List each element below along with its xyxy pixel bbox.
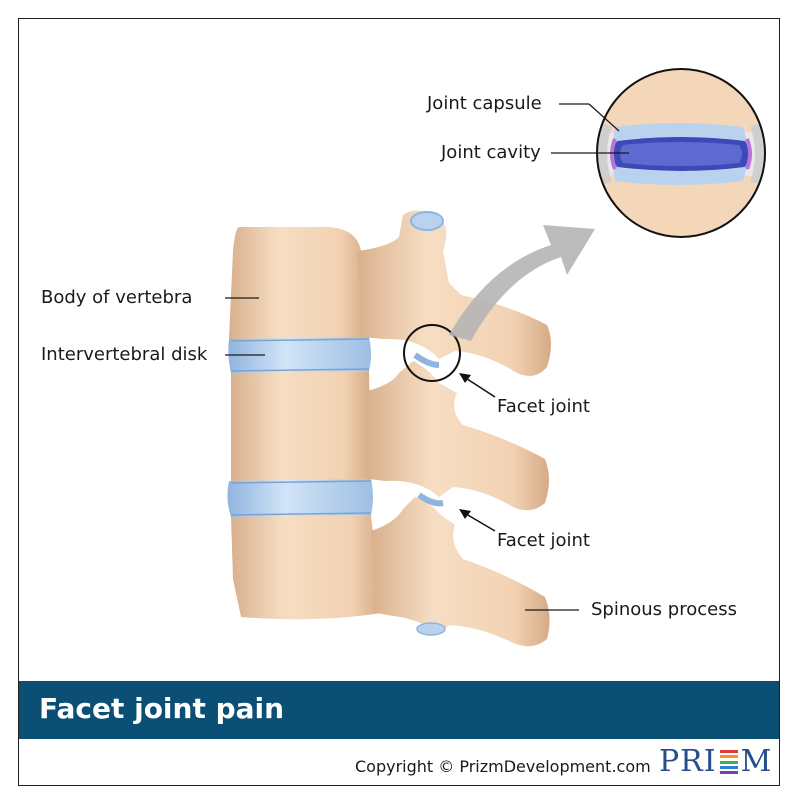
intervertebral-disk-lower: [227, 479, 373, 517]
vertebra-body-lower: [231, 515, 381, 620]
label-facet-joint-lower: Facet joint: [497, 530, 590, 551]
label-facet-joint-upper: Facet joint: [497, 396, 590, 417]
leader-joint-capsule-d: [588, 103, 620, 132]
arrow-facet-joint-lower: [459, 509, 496, 532]
label-intervertebral-disk: Intervertebral disk: [41, 344, 208, 365]
zoom-arrow: [449, 225, 595, 341]
title-bar: Facet joint pain: [19, 681, 779, 739]
posterior-elements-middle: [367, 361, 549, 511]
facet-joint-upper-cartilage: [413, 352, 440, 368]
prizm-logo: PRI M: [659, 744, 771, 779]
logo-bar: [719, 750, 738, 753]
logo-bar: [719, 760, 738, 764]
posterior-elements-lower: [371, 497, 550, 647]
magnifier-circle: [403, 324, 461, 382]
figure-title: Facet joint pain: [39, 692, 285, 725]
logo-bars-icon: [719, 750, 738, 774]
logo-text-right: M: [740, 744, 773, 779]
label-spinous-process: Spinous process: [591, 599, 737, 620]
facet-joint-lower-cartilage: [417, 492, 444, 507]
arrow-facet-joint-upper: [459, 373, 496, 398]
copyright-text: Copyright © PrizmDevelopment.com: [355, 757, 651, 776]
vertebra-body-upper: [229, 227, 367, 339]
zoom-inset: [596, 68, 766, 238]
intervertebral-disk-upper: [228, 337, 371, 373]
logo-text-left: PRI: [659, 744, 717, 779]
posterior-elements-upper: [357, 210, 551, 376]
label-joint-cavity: Joint cavity: [441, 142, 541, 163]
figure-frame: Joint capsule Joint cavity Body of verte…: [18, 18, 780, 786]
logo-bar: [719, 755, 738, 759]
logo-bar: [719, 765, 738, 769]
label-body-of-vertebra: Body of vertebra: [41, 287, 193, 308]
label-joint-capsule: Joint capsule: [427, 93, 542, 114]
logo-bar: [719, 771, 738, 774]
spine-illustration: [225, 68, 766, 647]
vertebra-body-middle: [231, 371, 371, 481]
